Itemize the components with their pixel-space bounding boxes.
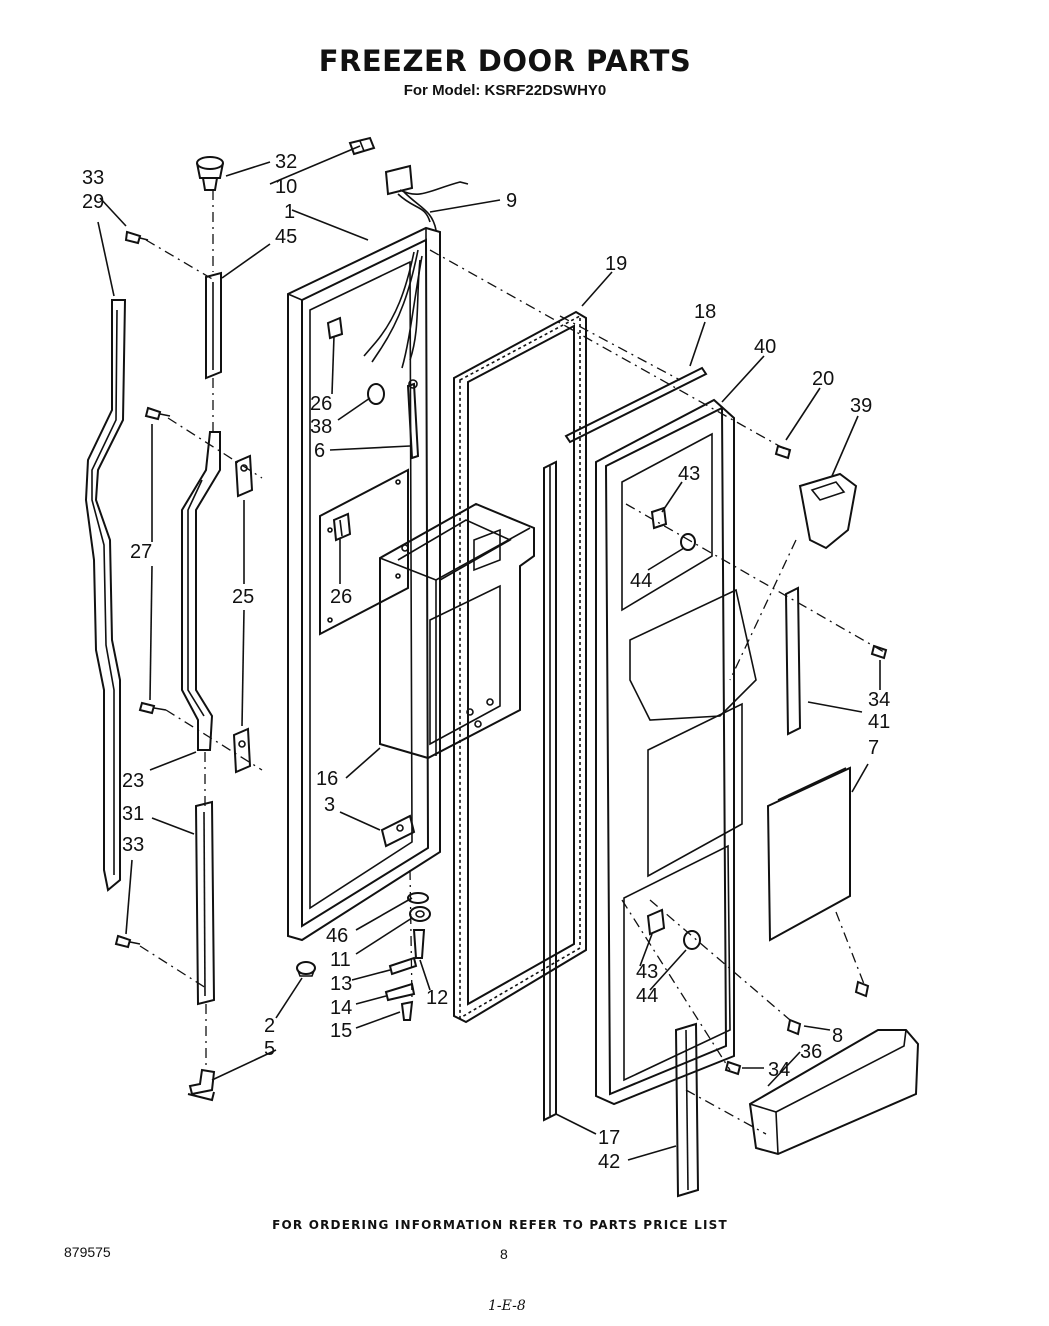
door-liner-40	[595, 398, 757, 1106]
callout-43-bottom: 43	[636, 961, 658, 983]
callout-26-middle: 26	[330, 586, 352, 608]
hinge-3	[380, 814, 416, 848]
callout-9: 9	[506, 190, 517, 212]
screw-33-top	[124, 230, 149, 245]
callout-26-top: 26	[310, 393, 332, 415]
screw-8-left	[786, 1018, 802, 1036]
door-outer-panel-1	[287, 226, 441, 942]
screw-15	[400, 1000, 414, 1021]
callout-43-top: 43	[678, 463, 700, 485]
callout-42: 42	[598, 1151, 620, 1173]
hinge-5	[187, 1068, 216, 1102]
callout-12: 12	[426, 987, 448, 1009]
callout-19: 19	[605, 253, 627, 275]
callout-11: 11	[330, 949, 351, 971]
callout-33-bottom: 33	[122, 834, 144, 856]
callout-7: 7	[868, 737, 879, 759]
leader-lines	[97, 145, 881, 1161]
callout-8: 8	[832, 1025, 843, 1047]
callout-25: 25	[232, 586, 254, 608]
callout-15: 15	[330, 1020, 352, 1042]
callout-29: 29	[82, 191, 104, 213]
wire-harness-9	[384, 164, 469, 231]
callout-10: 10	[275, 176, 297, 198]
callout-36: 36	[800, 1041, 822, 1063]
clip-43-bottom	[646, 908, 666, 936]
handle-27	[181, 431, 221, 751]
cover-7	[766, 766, 851, 942]
dispenser-chute-39	[798, 472, 858, 550]
callout-18: 18	[694, 301, 716, 323]
callout-2: 2	[264, 1015, 275, 1037]
callout-32: 32	[275, 151, 297, 173]
screw-27-top	[144, 406, 171, 421]
spacer-44-bottom	[683, 930, 701, 950]
clip-43-top	[650, 506, 668, 530]
bracket-6	[406, 379, 420, 460]
trim-strip-41	[784, 586, 802, 736]
grommet-38	[367, 383, 385, 405]
washer-46	[407, 892, 429, 904]
plate-13	[388, 956, 418, 976]
shelf-bin-36	[748, 1029, 920, 1156]
screw-20	[774, 444, 792, 460]
door-gasket-19	[453, 310, 587, 1024]
handwritten-note: 1-E-8	[488, 1298, 526, 1314]
connector-10	[348, 136, 376, 156]
bushing-11	[409, 906, 431, 922]
callout-14: 14	[330, 997, 352, 1019]
plate-14	[384, 982, 416, 1002]
trim-18	[564, 366, 708, 444]
callout-labels: 32 10 9 33 29 1 45 19 18 40 20 39 26 38 …	[82, 151, 890, 1173]
breaker-strip-17	[543, 460, 557, 1122]
callout-38: 38	[310, 416, 332, 438]
callout-1: 1	[284, 201, 295, 223]
hinge-strip-42	[674, 1022, 700, 1198]
callout-20: 20	[812, 368, 834, 390]
callout-13: 13	[330, 973, 352, 995]
callout-31: 31	[122, 803, 144, 825]
screw-8-right	[854, 980, 870, 998]
callout-34-bottom: 34	[768, 1059, 790, 1081]
callout-5: 5	[264, 1038, 275, 1060]
cap-32	[196, 156, 224, 191]
screw-34-bottom	[724, 1060, 742, 1076]
callout-40: 40	[754, 336, 776, 358]
clip-26-top	[326, 316, 344, 340]
callout-41: 41	[868, 711, 890, 733]
document-number: 879575	[64, 1244, 111, 1260]
callout-27: 27	[130, 541, 152, 563]
hinge-bracket-31	[194, 800, 216, 1006]
callout-34-top: 34	[868, 689, 890, 711]
page-title: FREEZER DOOR PARTS	[318, 44, 692, 78]
callout-46: 46	[326, 925, 348, 947]
spacer-44-top	[680, 533, 696, 551]
callout-6: 6	[314, 440, 325, 462]
ordering-note: FOR ORDERING INFORMATION REFER TO PARTS …	[272, 1218, 728, 1232]
callout-39: 39	[850, 395, 872, 417]
bolt-12	[412, 929, 426, 959]
foam-insulation-16	[379, 502, 535, 760]
screw-33-bottom	[114, 934, 141, 949]
callout-44-bottom: 44	[636, 985, 658, 1007]
screw-27-bottom	[138, 701, 167, 715]
hinge-bracket-45	[205, 271, 222, 380]
bushing-2	[296, 961, 316, 977]
callout-17: 17	[598, 1127, 620, 1149]
callout-3: 3	[324, 794, 335, 816]
clip-26-middle	[332, 512, 352, 542]
screw-34-top	[870, 644, 888, 660]
hinge-bracket-25-top	[234, 454, 254, 498]
callout-33-top: 33	[82, 167, 104, 189]
callout-23: 23	[122, 770, 144, 792]
page-number: 8	[500, 1246, 508, 1262]
callout-45: 45	[275, 226, 297, 248]
hinge-bracket-25-bottom	[232, 727, 252, 774]
gasket-strip-29	[84, 299, 127, 892]
callout-44-top: 44	[630, 570, 652, 592]
callout-16: 16	[316, 768, 338, 790]
assembly-lines	[139, 190, 885, 1135]
model-line: For Model: KSRF22DSWHY0	[403, 82, 607, 99]
